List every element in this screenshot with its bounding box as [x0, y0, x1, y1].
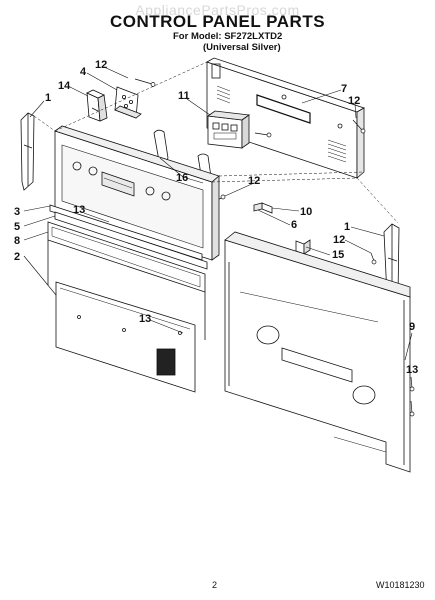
part-15-clip — [295, 239, 311, 255]
callout-2: 2 — [14, 251, 20, 263]
part-1-left-trim — [20, 112, 35, 191]
callout-labels: 12 4 14 1 11 7 12 16 12 10 6 3 13 5 8 2 … — [14, 59, 418, 376]
callout-13-b: 13 — [139, 313, 151, 325]
callout-7: 7 — [341, 83, 347, 95]
part-7-rear-panel — [206, 57, 365, 179]
control-panel-front — [54, 125, 220, 261]
page-title: CONTROL PANEL PARTS — [109, 12, 326, 31]
callout-10: 10 — [300, 206, 312, 218]
part-14-hinge — [86, 89, 108, 122]
callout-15: 15 — [332, 249, 344, 261]
screw-icon — [134, 78, 415, 417]
callout-5: 5 — [14, 221, 20, 233]
callout-12-c: 12 — [248, 175, 260, 187]
watermark: AppliancePartsPros.com — [135, 2, 300, 18]
callout-13-c: 13 — [406, 364, 418, 376]
callout-6: 6 — [291, 219, 297, 231]
callout-12-a: 12 — [95, 59, 107, 71]
callout-9: 9 — [409, 321, 415, 333]
part-3-5-trim — [49, 204, 208, 270]
callout-16: 16 — [176, 172, 188, 184]
model-line: For Model: SF272LXTD2 — [173, 31, 283, 42]
callout-12-d: 12 — [333, 234, 345, 246]
part-10-clip — [261, 202, 273, 214]
callout-3: 3 — [14, 206, 20, 218]
callout-4: 4 — [80, 66, 87, 78]
callout-13-a: 13 — [73, 204, 85, 216]
part-6-clip — [253, 202, 263, 212]
callout-14: 14 — [58, 80, 71, 92]
callout-12-b: 12 — [348, 95, 360, 107]
callout-1-b: 1 — [344, 221, 350, 233]
callout-11: 11 — [178, 90, 190, 102]
part-9-back-panel — [224, 231, 411, 473]
callout-1-a: 1 — [45, 92, 51, 104]
page-number: 2 — [212, 580, 218, 590]
part-2-front-panel — [55, 281, 196, 393]
part-8-lower-frame — [47, 221, 206, 340]
part-4-bracket — [114, 86, 142, 119]
part-11-electronic-control — [206, 110, 251, 149]
callout-8: 8 — [14, 235, 20, 247]
document-number: W10181230 — [376, 580, 425, 590]
color-line: (Universal Silver) — [203, 42, 281, 53]
